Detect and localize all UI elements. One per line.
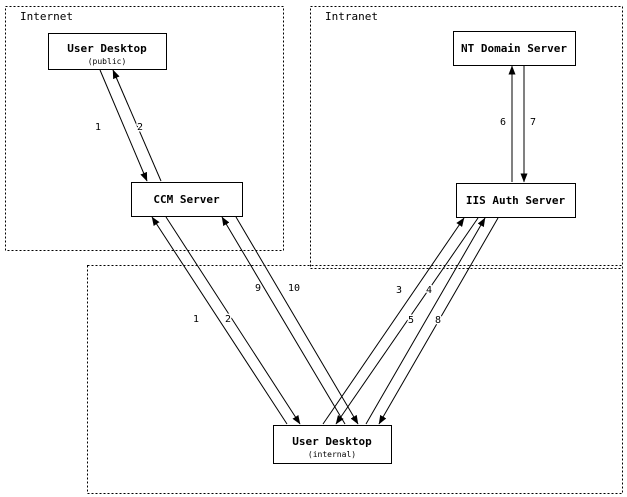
node-subtitle-user-desktop-public: (public) <box>88 57 127 66</box>
node-title-user-desktop-public: User Desktop <box>67 42 147 55</box>
zone-intranet <box>310 6 623 269</box>
edge-label-edge-10: 10 <box>288 283 300 294</box>
edge-label-halo-edge-8: 8 <box>435 315 441 326</box>
flow-arrow-edge-8 <box>378 217 499 425</box>
edge-label-edge-7: 7 <box>530 117 536 128</box>
edge-label-edge-2-public: 2 <box>137 122 143 133</box>
node-box-iis-auth-server <box>456 183 576 218</box>
edge-label-halo-edge-9: 9 <box>255 283 261 294</box>
node-title-nt-domain-server: NT Domain Server <box>461 42 567 55</box>
node-boxes: User Desktop (public) CCM Server NT Domain … <box>48 31 576 464</box>
edge-label-edge-1-internal: 1 <box>193 314 199 325</box>
flow-arrow-edge-4 <box>335 217 479 425</box>
flow-arrow-edge-1-internal <box>151 216 288 425</box>
edge-label-halo-edge-4: 4 <box>426 285 432 296</box>
flow-arrow-edge-1-public <box>99 69 148 182</box>
flow-arrow-edge-5 <box>365 217 486 425</box>
node-box-ccm-server <box>131 182 243 217</box>
zone-label-intranet: Intranet <box>325 10 378 23</box>
flow-arrow-edge-2-public <box>112 69 162 182</box>
edge-label-halo-edge-6: 6 <box>500 117 506 128</box>
node-title-user-desktop-internal: User Desktop <box>292 435 372 448</box>
flow-arrow-edge-10 <box>235 216 359 425</box>
node-user-desktop-internal: User Desktop (internal) <box>273 425 392 464</box>
edge-label-edge-5: 5 <box>408 315 414 326</box>
node-ccm-server: CCM Server <box>131 182 243 217</box>
node-subtitle-user-desktop-internal: (internal) <box>308 450 356 459</box>
edge-label-halo-edge-1-public: 1 <box>95 122 101 133</box>
zone-boundaries: Internet Intranet <box>5 6 623 494</box>
edge-label-halo-edge-1-internal: 1 <box>193 314 199 325</box>
node-title-ccm-server: CCM Server <box>153 193 220 206</box>
edge-label-halo-edge-2-internal: 2 <box>225 314 231 325</box>
edge-label-halo-edge-3: 3 <box>396 285 402 296</box>
flow-arrow-edge-9 <box>221 216 346 425</box>
node-title-iis-auth-server: IIS Auth Server <box>466 194 566 207</box>
edge-label-edge-6: 6 <box>500 117 506 128</box>
flow-arrows <box>99 65 528 425</box>
edge-label-edge-2-internal: 2 <box>225 314 231 325</box>
edge-label-halo-edge-2-public: 2 <box>137 122 143 133</box>
edge-label-edge-9: 9 <box>255 283 261 294</box>
edge-label-halo-edge-10: 10 <box>288 283 300 294</box>
edge-label-edge-3: 3 <box>396 285 402 296</box>
node-box-user-desktop-internal <box>273 425 392 464</box>
edge-label-edge-1-public: 1 <box>95 122 101 133</box>
node-iis-auth-server: IIS Auth Server <box>456 183 576 218</box>
zone-internal <box>87 265 623 494</box>
flow-arrow-edge-2-internal <box>165 216 301 425</box>
node-nt-domain-server: NT Domain Server <box>453 31 576 66</box>
edge-label-halo-edge-5: 5 <box>408 315 414 326</box>
node-box-user-desktop-public <box>48 33 167 70</box>
edge-label-halo-edge-7: 7 <box>530 117 536 128</box>
flow-arrow-edge-3 <box>322 217 465 425</box>
zone-label-internet: Internet <box>20 10 73 23</box>
node-box-nt-domain-server <box>453 31 576 66</box>
edge-label-edge-8: 8 <box>435 315 441 326</box>
edge-label-edge-4: 4 <box>426 285 432 296</box>
node-user-desktop-public: User Desktop (public) <box>48 33 167 70</box>
zone-internet <box>5 6 284 251</box>
